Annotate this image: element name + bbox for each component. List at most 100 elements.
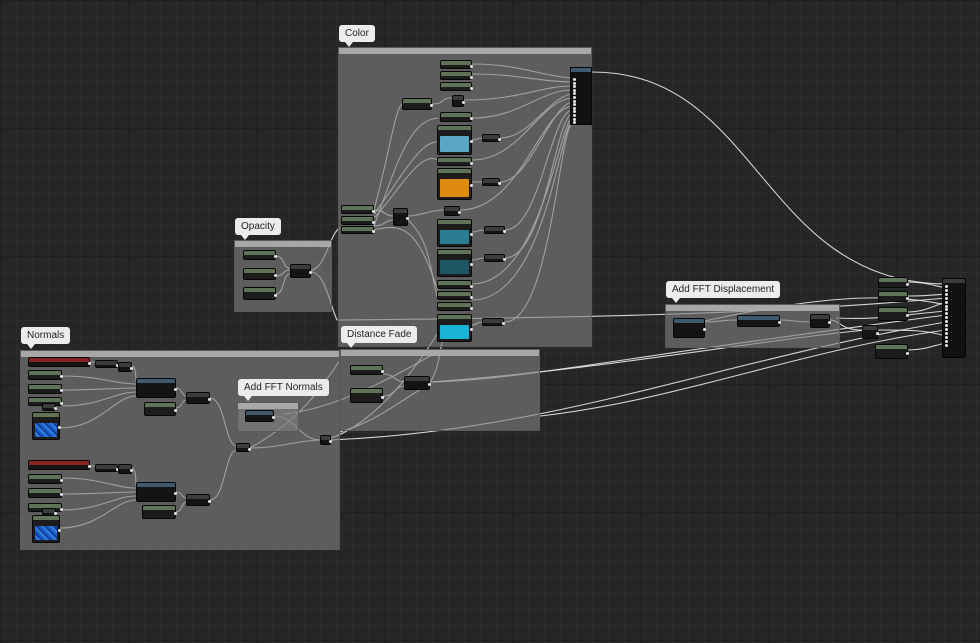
input-pin[interactable]	[945, 331, 948, 335]
math-node[interactable]	[482, 178, 501, 186]
material-output-node[interactable]	[942, 278, 966, 358]
parameter-node[interactable]	[437, 249, 473, 277]
parameter-node[interactable]	[32, 515, 61, 543]
function-node[interactable]	[136, 482, 177, 502]
output-pin[interactable]	[470, 233, 473, 236]
node-header[interactable]	[29, 385, 61, 389]
node-header[interactable]	[119, 465, 131, 469]
output-pin[interactable]	[703, 328, 706, 331]
parameter-node[interactable]	[440, 82, 473, 91]
parameter-node[interactable]	[402, 98, 433, 110]
parameter-node[interactable]	[28, 384, 63, 394]
input-pin[interactable]	[945, 327, 948, 331]
input-pin[interactable]	[573, 85, 576, 89]
node-header[interactable]	[244, 288, 275, 292]
comment-title-bar[interactable]	[235, 241, 331, 247]
node-header[interactable]	[879, 292, 907, 296]
output-pin[interactable]	[503, 230, 506, 233]
comment-label-opacity[interactable]: Opacity	[235, 218, 281, 240]
math-node[interactable]	[484, 254, 506, 262]
node-header[interactable]	[441, 83, 471, 87]
node-header[interactable]	[137, 379, 175, 383]
output-pin[interactable]	[88, 465, 91, 468]
output-pin[interactable]	[60, 493, 63, 496]
comment-label-normals[interactable]: Normals	[21, 327, 71, 349]
node-header[interactable]	[438, 281, 471, 285]
output-pin[interactable]	[470, 162, 473, 165]
input-pin[interactable]	[573, 99, 576, 103]
node-header[interactable]	[438, 126, 471, 130]
output-pin[interactable]	[116, 364, 119, 367]
output-pin[interactable]	[906, 297, 909, 300]
parameter-node[interactable]	[28, 474, 63, 484]
node-header[interactable]	[571, 68, 591, 72]
node-header[interactable]	[342, 217, 373, 221]
input-pin[interactable]	[945, 292, 948, 296]
input-pin[interactable]	[573, 81, 576, 85]
node-header[interactable]	[441, 61, 471, 65]
parameter-node[interactable]	[440, 71, 473, 80]
node-header[interactable]	[29, 504, 61, 508]
output-pin[interactable]	[309, 271, 312, 274]
node-header[interactable]	[237, 444, 249, 448]
parameter-node[interactable]	[28, 488, 63, 498]
input-pin[interactable]	[945, 285, 948, 288]
node-header[interactable]	[483, 179, 499, 183]
output-pin[interactable]	[470, 296, 473, 299]
input-pin[interactable]	[945, 324, 948, 327]
output-pin[interactable]	[470, 140, 473, 143]
node-header[interactable]	[29, 358, 89, 362]
parameter-node[interactable]	[341, 205, 375, 214]
parameter-node[interactable]	[878, 277, 909, 288]
parameter-node[interactable]	[341, 216, 375, 225]
output-pin[interactable]	[462, 101, 465, 104]
node-header[interactable]	[342, 227, 373, 231]
input-pin[interactable]	[945, 339, 948, 343]
output-pin[interactable]	[58, 529, 61, 532]
parameter-node[interactable]	[440, 60, 473, 69]
function-node[interactable]	[737, 315, 781, 327]
output-pin[interactable]	[778, 321, 781, 324]
math-node[interactable]	[290, 264, 312, 278]
comment-title-bar[interactable]	[666, 305, 839, 311]
node-header[interactable]	[879, 308, 907, 312]
node-header[interactable]	[863, 326, 877, 330]
output-pin[interactable]	[248, 448, 251, 451]
node-header[interactable]	[943, 279, 965, 283]
output-pin[interactable]	[906, 283, 909, 286]
math-node[interactable]	[482, 134, 501, 142]
output-pin[interactable]	[130, 469, 133, 472]
comment-title-bar[interactable]	[341, 350, 539, 356]
output-pin[interactable]	[470, 76, 473, 79]
output-pin[interactable]	[470, 285, 473, 288]
comment-label-distance-fade[interactable]: Distance Fade	[341, 326, 418, 348]
parameter-node[interactable]	[350, 365, 384, 375]
output-pin[interactable]	[828, 321, 831, 324]
function-node[interactable]	[673, 318, 706, 338]
parameter-node[interactable]	[440, 112, 473, 122]
parameter-node[interactable]	[437, 280, 473, 289]
node-header[interactable]	[96, 465, 117, 469]
input-pin[interactable]	[945, 343, 948, 347]
output-pin[interactable]	[428, 383, 431, 386]
input-pin[interactable]	[573, 110, 576, 114]
math-node[interactable]	[320, 435, 332, 445]
output-pin[interactable]	[60, 479, 63, 482]
output-pin[interactable]	[208, 398, 211, 401]
output-pin[interactable]	[503, 258, 506, 261]
node-header[interactable]	[187, 495, 209, 499]
node-header[interactable]	[244, 251, 275, 255]
output-pin[interactable]	[381, 370, 384, 373]
node-header[interactable]	[485, 227, 504, 231]
output-pin[interactable]	[54, 512, 57, 515]
input-pin[interactable]	[573, 78, 576, 81]
node-header[interactable]	[33, 413, 59, 417]
math-node[interactable]	[186, 494, 211, 506]
comment-label-add-fft-displacement[interactable]: Add FFT Displacement	[666, 281, 781, 303]
output-pin[interactable]	[502, 322, 505, 325]
node-header[interactable]	[246, 411, 273, 415]
node-header[interactable]	[143, 506, 175, 510]
node-header[interactable]	[96, 361, 117, 365]
input-pin[interactable]	[573, 117, 576, 121]
math-node[interactable]	[95, 360, 119, 368]
